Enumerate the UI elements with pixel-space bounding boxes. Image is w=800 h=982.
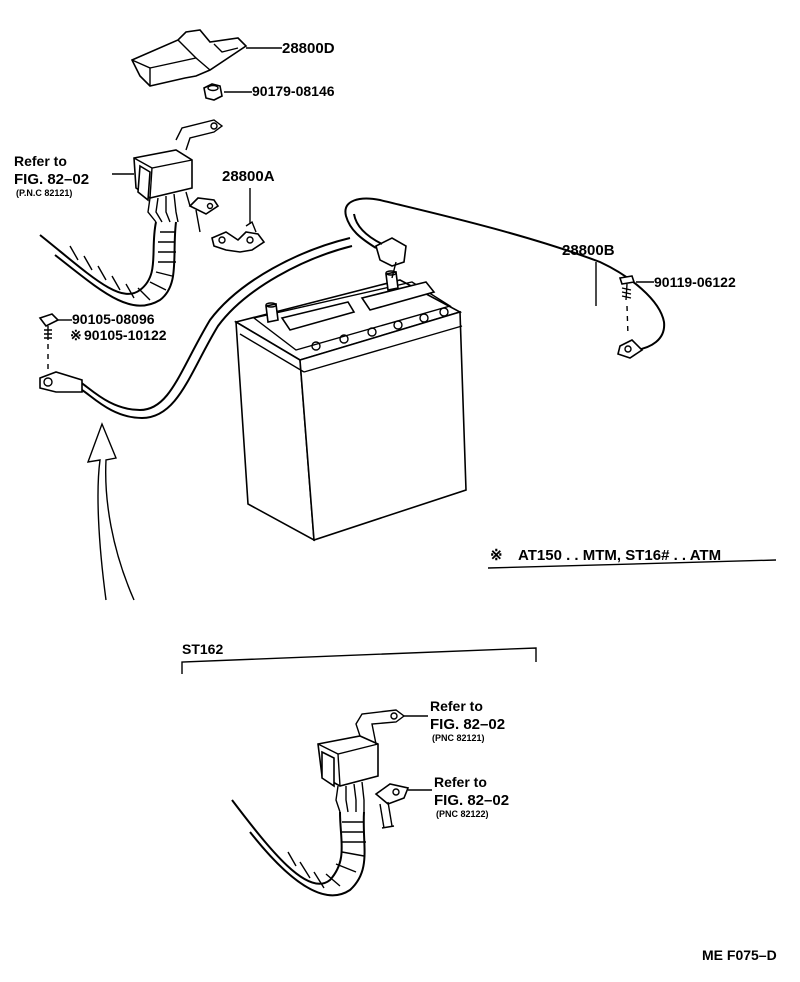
refer-to-2: Refer to (430, 698, 483, 714)
label-28800b: 28800B (562, 242, 615, 259)
reference-arrow (86, 422, 135, 601)
fig-ref-2: FIG. 82–02 (430, 716, 505, 733)
st162-bracket (181, 647, 537, 674)
refer-to-1: Refer to (14, 153, 67, 169)
label-90119: 90119-06122 (654, 274, 736, 290)
cable-28800b (344, 197, 666, 359)
note-models: AT150 . . MTM, ST16# . . ATM (518, 547, 721, 564)
fig-ref-1: FIG. 82–02 (14, 171, 89, 188)
fig-ref-3: FIG. 82–02 (434, 792, 509, 809)
label-st162: ST162 (182, 641, 223, 657)
label-28800a: 28800A (222, 168, 275, 185)
terminal-clamp-28800a (211, 220, 266, 253)
pnc-ref-3: (PNC 82122) (436, 809, 489, 819)
battery (233, 270, 467, 542)
ground-cable (39, 237, 353, 420)
fuse-block-lower (317, 709, 406, 788)
note-asterisk: ※ (490, 547, 503, 564)
screw-90119 (618, 275, 636, 337)
label-90105-b-asterisk: ※ (70, 327, 82, 343)
label-90179: 90179-08146 (252, 83, 335, 99)
drawing-code: ME F075–D (702, 947, 777, 963)
label-90105-a: 90105-08096 (72, 311, 155, 327)
bolt-90105 (38, 313, 60, 372)
refer-to-3: Refer to (434, 774, 487, 790)
pnc-ref-2: (PNC 82121) (432, 733, 485, 743)
label-90105-b: 90105-10122 (84, 327, 167, 343)
terminal-cover-28800d (130, 29, 248, 87)
pnc-ref-1: (P.N.C 82121) (16, 188, 72, 198)
label-28800d: 28800D (282, 40, 335, 57)
fuse-block-upper (133, 119, 224, 202)
nut-90179 (203, 83, 223, 101)
